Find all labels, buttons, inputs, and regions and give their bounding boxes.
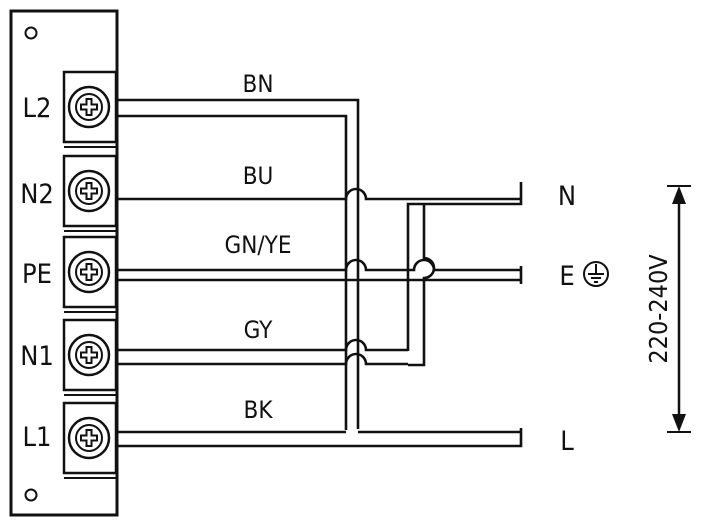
voltage-indicator: 220-240V <box>644 185 691 433</box>
screw-icon <box>67 250 111 294</box>
wire-label-gnye: GN/YE <box>225 231 292 259</box>
terminal-label-n1: N1 <box>20 341 54 372</box>
terminal-label-pe: PE <box>22 259 52 290</box>
terminal-n1 <box>62 318 118 396</box>
terminal-l1 <box>62 401 118 479</box>
screw-icon <box>67 169 111 213</box>
terminal-label-l2: L2 <box>23 93 52 124</box>
terminals <box>62 70 118 479</box>
screw-icon <box>67 85 111 129</box>
terminal-label-n2: N2 <box>20 179 54 210</box>
ground-icon <box>583 261 609 287</box>
wire-label-gy: GY <box>244 316 274 344</box>
wire-gnye <box>108 258 521 272</box>
mounting-hole-icon <box>24 26 38 40</box>
wire-bk <box>108 182 523 448</box>
mounting-hole-icon <box>24 488 38 502</box>
voltage-label: 220-240V <box>644 254 673 364</box>
terminal-l2 <box>62 70 118 148</box>
wires <box>108 98 523 448</box>
output-label-l: L <box>560 426 574 457</box>
terminal-label-l1: L1 <box>23 422 52 453</box>
terminal-n2 <box>62 154 118 232</box>
screw-icon <box>67 416 111 460</box>
wire-n-bus <box>406 190 523 351</box>
wire-bn <box>108 98 521 434</box>
wire-label-bu: BU <box>243 162 274 190</box>
terminal-pe <box>62 235 118 313</box>
wire-label-bk: BK <box>244 396 274 424</box>
wire-label-bn: BN <box>243 70 274 98</box>
wire-bu <box>108 187 521 201</box>
output-label-e: E <box>559 261 574 292</box>
screw-icon <box>67 333 111 377</box>
output-label-n: N <box>558 181 576 212</box>
wire-e-bus <box>408 204 436 367</box>
